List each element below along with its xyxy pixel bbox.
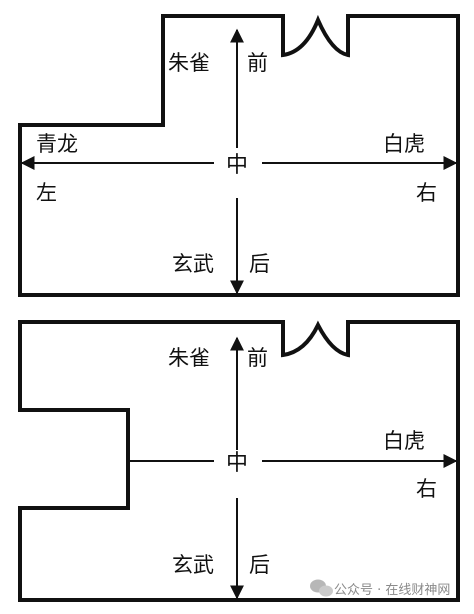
bottom-right-god-label: 白虎 xyxy=(383,429,425,453)
bottom-floor-plan: 朱雀 前 中 白虎 右 玄武 后 xyxy=(18,320,460,602)
top-left-label: 左 xyxy=(36,181,57,205)
bottom-right-label: 右 xyxy=(416,477,437,501)
top-right-label: 右 xyxy=(416,181,437,205)
bottom-back-god-label: 玄武 xyxy=(172,553,214,577)
top-floor-plan: 朱雀 前 青龙 左 中 白虎 右 玄武 后 xyxy=(18,14,460,297)
wechat-icon xyxy=(310,579,333,597)
top-house-outline xyxy=(18,14,460,297)
top-left-god-label: 青龙 xyxy=(36,132,78,156)
bottom-center-label: 中 xyxy=(226,451,248,476)
watermark-text: 公众号 · 在线财神网 xyxy=(334,583,450,598)
bottom-house-outline xyxy=(18,320,460,602)
bottom-front-label: 前 xyxy=(247,346,268,370)
watermark: 公众号 · 在线财神网 xyxy=(310,579,450,598)
top-front-label: 前 xyxy=(247,51,268,75)
top-front-god-label: 朱雀 xyxy=(168,51,210,75)
top-right-god-label: 白虎 xyxy=(383,132,425,156)
top-center-label: 中 xyxy=(226,153,248,178)
bottom-front-god-label: 朱雀 xyxy=(168,346,210,370)
top-back-label: 后 xyxy=(249,252,270,276)
bottom-back-label: 后 xyxy=(249,553,270,577)
top-back-god-label: 玄武 xyxy=(172,252,214,276)
